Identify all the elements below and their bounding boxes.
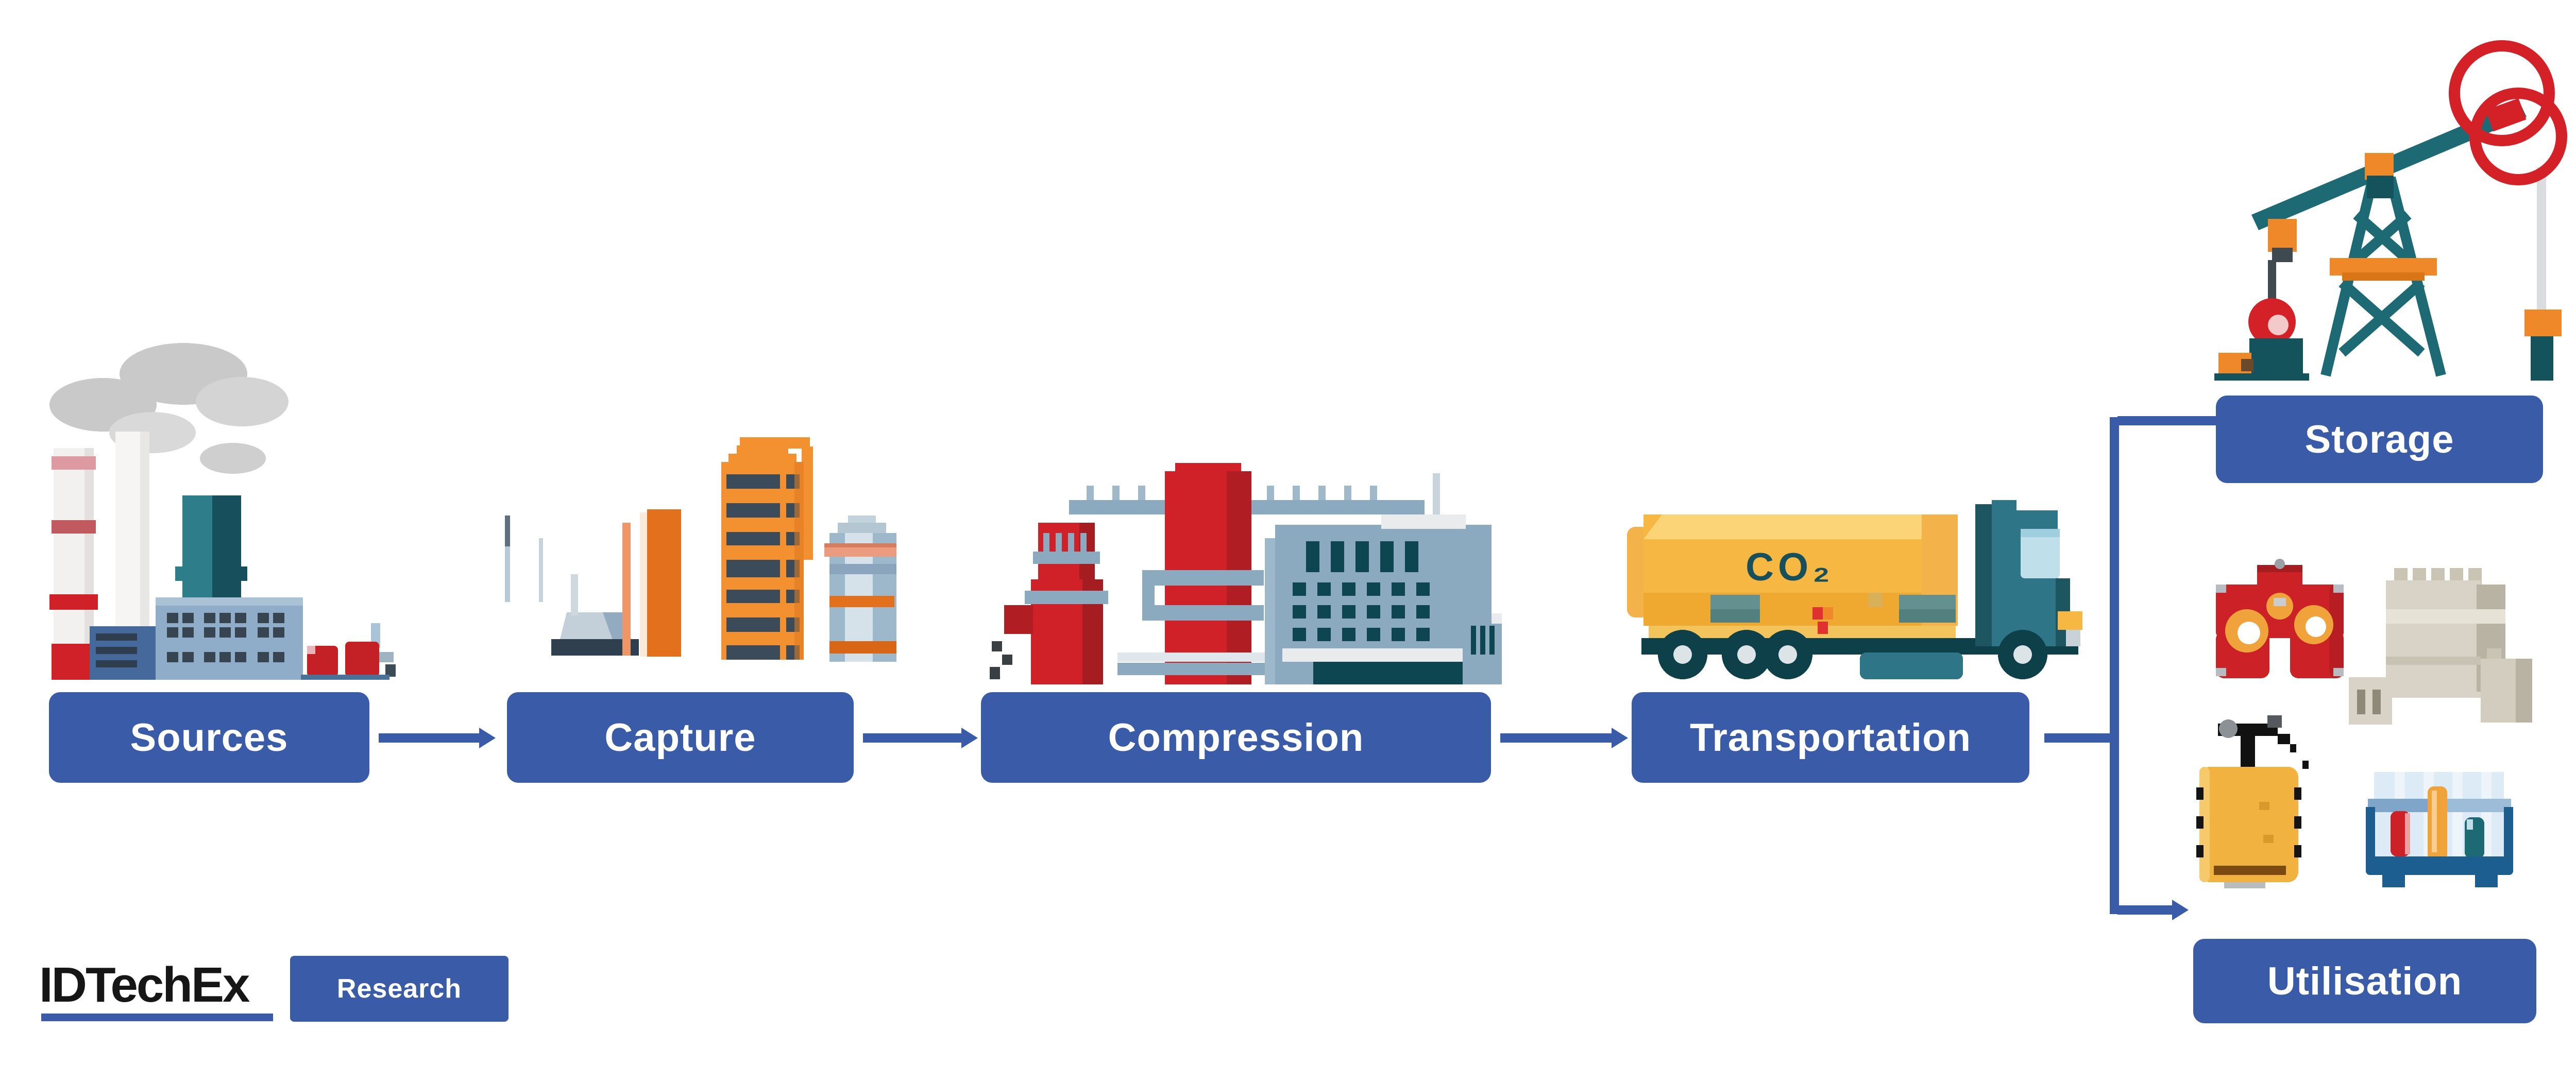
- branch-label: Utilisation: [2267, 959, 2463, 1003]
- red-engine-icon: [2216, 559, 2344, 678]
- compression-plant-icon: [990, 463, 1502, 684]
- arrow-compression-to-transportation: [1500, 733, 1614, 743]
- step-node-transportation: Transportation: [1632, 692, 2029, 783]
- logo-underline: [41, 1014, 273, 1021]
- step-label: Sources: [130, 715, 289, 760]
- branch-node-storage: Storage: [2216, 396, 2543, 483]
- test-tube-rack-icon: [2366, 772, 2513, 887]
- connector-to-utilisation: [2117, 905, 2174, 915]
- arrowhead-icon: [961, 728, 978, 748]
- arrow-capture-to-compression: [863, 733, 963, 743]
- step-label: Transportation: [1689, 715, 1972, 760]
- fuel-canister-icon: [2196, 715, 2309, 888]
- step-label: Compression: [1108, 715, 1364, 760]
- connector-to-storage: [2117, 416, 2216, 425]
- idtechex-badge: Research: [290, 956, 509, 1022]
- power-plant-with-smokestacks-icon: [49, 343, 396, 680]
- co2-tanker-truck-icon: CO₂: [1627, 500, 2082, 679]
- step-node-capture: Capture: [507, 692, 854, 783]
- connector-branch-trunk: [2110, 417, 2119, 914]
- oil-pumpjack-icon: [2214, 40, 2567, 381]
- badge-label: Research: [336, 974, 462, 1004]
- branch-node-utilisation: Utilisation: [2193, 939, 2536, 1023]
- arrow-sources-to-capture: [379, 733, 482, 743]
- idtechex-logo: IDTechEx: [39, 957, 250, 1012]
- connector-transportation-stub: [2044, 733, 2111, 743]
- branch-label: Storage: [2304, 417, 2454, 461]
- step-node-sources: Sources: [49, 692, 369, 783]
- truck-co2-label: CO₂: [1745, 545, 1834, 589]
- capture-facility-icon: [505, 437, 896, 662]
- arrowhead-icon: [2172, 900, 2189, 920]
- step-label: Capture: [604, 715, 756, 760]
- arrowhead-icon: [479, 728, 496, 748]
- step-node-compression: Compression: [981, 692, 1491, 783]
- arrowhead-icon: [1612, 728, 1628, 748]
- concrete-blocks-icon: [2349, 568, 2532, 725]
